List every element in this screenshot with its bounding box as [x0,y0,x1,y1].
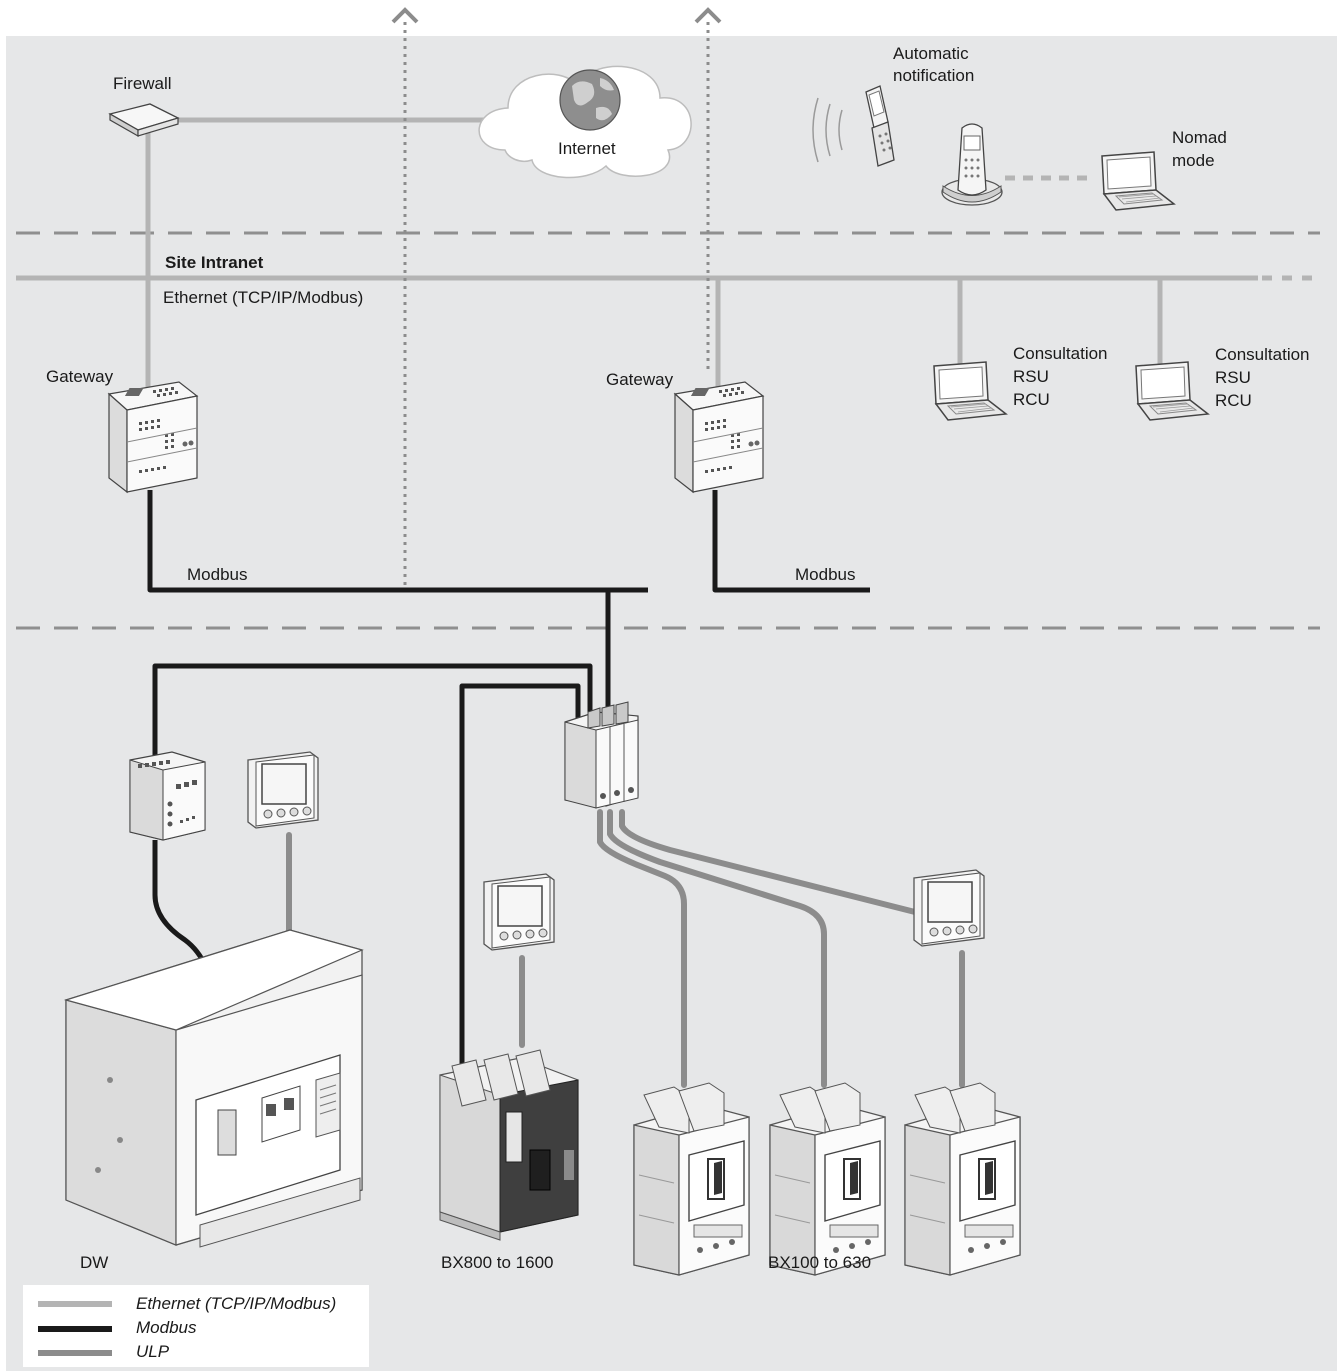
display-panel-icon [483,873,555,951]
ulp-links [286,809,965,1088]
internet-access-links [391,7,722,590]
wireless-waves [812,97,843,163]
legend-label-ethernet: Ethernet (TCP/IP/Modbus) [136,1294,336,1313]
ethernet-bus-label: Ethernet (TCP/IP/Modbus) [163,288,363,307]
consultation-1-line2: RSU [1013,367,1049,386]
automatic-notification-label-line1: Automatic [893,44,969,63]
gateway-right-label: Gateway [606,370,674,389]
internet-label: Internet [558,139,616,158]
display-panel-icon [247,751,319,829]
cordless-phone-icon [941,123,1003,206]
legend-label-modbus: Modbus [136,1318,197,1337]
gateway-icon [108,381,198,493]
nomad-mode-label-line1: Nomad [1172,128,1227,147]
mobile-phone-icon [865,85,895,167]
circuit-breaker-icon [63,929,364,1248]
firewall-label: Firewall [113,74,172,93]
legend-label-ulp: ULP [136,1342,170,1361]
firewall-icon [108,103,180,138]
globe-icon [559,69,621,131]
site-intranet-label: Site Intranet [165,253,264,272]
device-dw-label: DW [80,1253,108,1272]
automatic-notification-label-line2: notification [893,66,974,85]
gateway-left-label: Gateway [46,367,114,386]
device-bx800-label: BX800 to 1600 [441,1253,553,1272]
circuit-breaker-icon [439,1049,579,1241]
ethernet-links [16,117,1318,395]
legend: Ethernet (TCP/IP/Modbus) Modbus ULP [23,1285,369,1367]
nomad-mode-label-line2: mode [1172,151,1215,170]
consultation-2-line3: RCU [1215,391,1252,410]
display-panel-icon [913,869,985,947]
interface-module-icon [564,701,639,809]
consultation-2-line1: Consultation [1215,345,1310,364]
modbus-right-label: Modbus [795,565,855,584]
gateway-icon [674,381,764,493]
modbus-left-label: Modbus [187,565,247,584]
device-bx100-label: BX100 to 630 [768,1253,871,1272]
consultation-1-line1: Consultation [1013,344,1108,363]
interface-module-icon [129,751,206,841]
consultation-2-line2: RSU [1215,368,1251,387]
consultation-1-line3: RCU [1013,390,1050,409]
